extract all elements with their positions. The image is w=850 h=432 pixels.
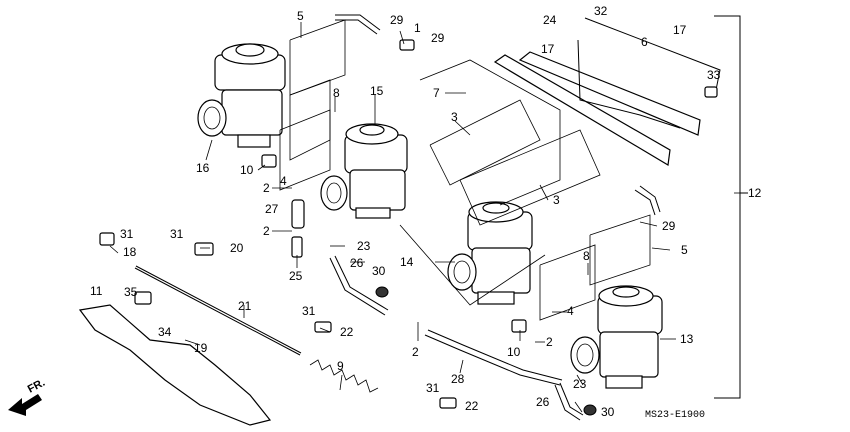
callout-29-top-left: 29 — [390, 13, 404, 27]
callout-6: 6 — [641, 35, 648, 49]
callout-31-left: 31 — [120, 227, 134, 241]
carburetor-stay-plates — [493, 17, 721, 166]
carburetor-16 — [197, 43, 286, 148]
carburetor-14 — [447, 201, 533, 305]
callout-1: 1 — [414, 21, 421, 35]
callout-17-right: 17 — [673, 23, 687, 37]
hose-1 — [335, 14, 381, 35]
assembly-outlines — [279, 19, 651, 321]
callout-5-top: 5 — [297, 9, 304, 23]
tube-28 — [424, 329, 563, 386]
callout-9: 9 — [337, 359, 344, 373]
callout-3-lower: 3 — [553, 193, 560, 207]
callout-4-upper: 4 — [280, 174, 287, 188]
front-direction-label: FR. — [26, 377, 47, 396]
callout-22-upper: 22 — [340, 325, 354, 339]
catalog-code: MS23-E1900 — [645, 410, 705, 421]
callout-11: 11 — [90, 284, 103, 298]
callout-33: 33 — [707, 68, 721, 82]
callout-32: 32 — [594, 4, 608, 18]
hose-29-right — [634, 185, 661, 216]
callout-31-bottom: 31 — [426, 381, 440, 395]
hose-26-lower — [554, 382, 584, 421]
callout-3-upper: 3 — [451, 110, 458, 124]
callout-29-top-right: 29 — [431, 31, 445, 45]
callout-14: 14 — [400, 255, 414, 269]
callout-23-upper: 23 — [357, 239, 371, 253]
small-parts — [99, 39, 718, 416]
callout-4-lower: 4 — [567, 304, 574, 318]
callout-27: 27 — [265, 202, 279, 216]
callout-30-upper: 30 — [372, 264, 386, 278]
callout-25: 25 — [289, 269, 303, 283]
callout-15: 15 — [370, 84, 384, 98]
callout-2-lower-right: 2 — [546, 335, 553, 349]
callout-31-lower-middle: 31 — [302, 304, 316, 318]
callout-10-lower: 10 — [507, 345, 521, 359]
leader-lines — [109, 22, 748, 413]
front-direction-indicator: FR. — [8, 377, 47, 416]
callout-7: 7 — [433, 86, 440, 100]
callout-17-left: 17 — [541, 42, 555, 56]
callout-26-lower: 26 — [536, 395, 550, 409]
callout-16: 16 — [196, 161, 210, 175]
rod-21 — [134, 265, 302, 356]
callout-13: 13 — [680, 332, 694, 346]
callout-8-right: 8 — [583, 249, 590, 263]
callout-12: 12 — [748, 186, 762, 200]
callout-26-upper: 26 — [350, 256, 364, 270]
callout-18: 18 — [123, 245, 137, 259]
callout-19: 19 — [194, 341, 208, 355]
front-arrow-icon — [8, 394, 42, 416]
hose-26-upper — [329, 255, 389, 316]
callout-8-top: 8 — [333, 86, 340, 100]
callout-35: 35 — [124, 285, 138, 299]
callout-30-lower: 30 — [601, 405, 615, 419]
callout-10-upper: 10 — [240, 163, 254, 177]
bracket-19 — [78, 304, 272, 426]
callout-2-middle: 2 — [263, 224, 270, 238]
callout-23-lower: 23 — [573, 377, 587, 391]
callout-28: 28 — [451, 372, 465, 386]
callout-labels: 5 29 1 29 24 32 17 17 6 33 8 15 7 3 16 1… — [90, 4, 762, 419]
callout-2-upper: 2 — [263, 181, 270, 195]
spring-9 — [309, 359, 379, 393]
callout-5-right: 5 — [681, 243, 688, 257]
carburetor-13 — [570, 285, 663, 389]
callout-34: 34 — [158, 325, 172, 339]
callout-22-lower: 22 — [465, 399, 479, 413]
callout-2-lower-left: 2 — [412, 345, 419, 359]
callout-29-right: 29 — [662, 219, 676, 233]
callout-20: 20 — [230, 241, 244, 255]
callout-24: 24 — [543, 13, 557, 27]
callout-21: 21 — [238, 299, 252, 313]
carburetor-15 — [320, 123, 408, 219]
callout-31-middle: 31 — [170, 227, 184, 241]
